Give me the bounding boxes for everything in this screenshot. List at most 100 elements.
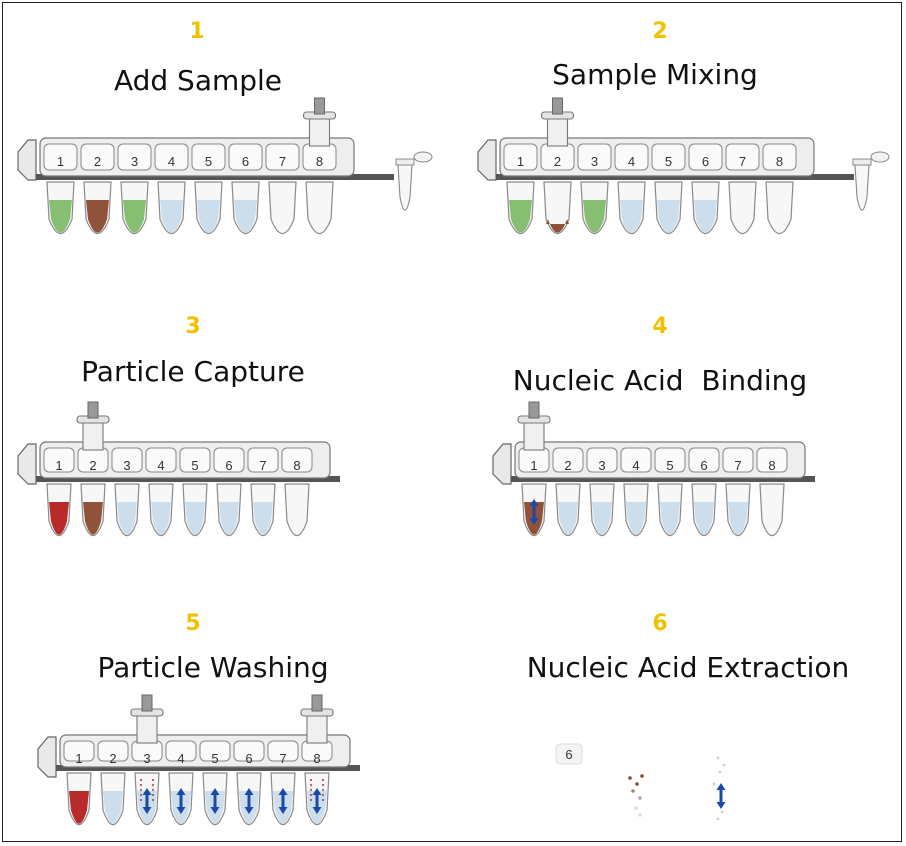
- tube-4: [157, 181, 186, 235]
- liquid-4: [626, 502, 646, 535]
- step-2-number: 2: [652, 19, 667, 44]
- faint-dot-4: [712, 782, 716, 786]
- well-label-3: 3: [123, 458, 130, 473]
- plunger-8: [302, 97, 337, 147]
- step-4-number: 4: [652, 314, 667, 339]
- particle-dot-6: [634, 806, 638, 810]
- plunger-2: [76, 401, 110, 451]
- tube-1: [521, 483, 547, 537]
- well-label-1: 1: [55, 458, 62, 473]
- well-2: 2: [97, 740, 129, 766]
- strip-clip: [37, 736, 57, 778]
- tube-3: [120, 181, 149, 235]
- particle-dot-1: [628, 776, 632, 780]
- liquid-2: [558, 502, 578, 535]
- well-label-8: 8: [776, 154, 783, 169]
- plunger-3: [130, 694, 164, 744]
- step-1-title: Add Sample: [114, 64, 282, 97]
- well-5: 5: [654, 447, 686, 473]
- particle-dot-3: [640, 774, 644, 778]
- mix-arrow-7: [278, 788, 288, 814]
- well-6: 6: [688, 447, 720, 473]
- well-label-5: 5: [666, 458, 673, 473]
- liquid-2: [86, 200, 109, 233]
- liquid-7: [253, 502, 273, 535]
- liquid-5: [185, 502, 205, 535]
- well-6: 6: [228, 143, 263, 171]
- step-1-number: 1: [189, 19, 204, 44]
- well-label-8: 8: [316, 154, 323, 169]
- tube-3: [589, 483, 615, 537]
- liquid-6: [694, 502, 714, 535]
- well-5: 5: [191, 143, 226, 171]
- liquid-4: [160, 200, 183, 233]
- mix-arrow-8: [312, 788, 322, 814]
- strip-rail: [496, 174, 854, 180]
- well-label-2: 2: [89, 458, 96, 473]
- liquid-3: [592, 502, 612, 535]
- tube-5: [657, 483, 683, 537]
- well-5: 5: [199, 740, 231, 766]
- well-8: 8: [281, 447, 313, 473]
- tube-4: [168, 772, 194, 826]
- tube-3: [114, 483, 140, 537]
- tube-5: [202, 772, 228, 826]
- liquid-6: [219, 502, 239, 535]
- strip-clip: [17, 443, 37, 485]
- tube-7: [728, 181, 757, 235]
- well-1: 1: [518, 447, 550, 473]
- well-1: 1: [43, 143, 78, 171]
- well-label-4: 4: [168, 154, 175, 169]
- liquid-6: [694, 200, 717, 233]
- well-label-5: 5: [191, 458, 198, 473]
- well-label-3: 3: [143, 751, 150, 766]
- well-8: 8: [302, 143, 337, 171]
- well-label-4: 4: [157, 458, 164, 473]
- well-label-3: 3: [591, 154, 598, 169]
- liquid-7: [728, 502, 748, 535]
- well-4: 4: [620, 447, 652, 473]
- liquid-1: [69, 791, 89, 824]
- well-7: 7: [265, 143, 300, 171]
- well-4: 4: [145, 447, 177, 473]
- tube-3: [580, 181, 609, 235]
- well-label-7: 7: [279, 751, 286, 766]
- well-label-2: 2: [554, 154, 561, 169]
- well-4: 4: [165, 740, 197, 766]
- well-6: 6: [213, 447, 245, 473]
- mix-arrow-3: [142, 788, 152, 814]
- well-3: 3: [111, 447, 143, 473]
- well-6: 6: [688, 143, 723, 171]
- well-5: 5: [651, 143, 686, 171]
- liquid-3: [583, 200, 606, 233]
- well-2: 2: [77, 447, 109, 473]
- mix-arrow-4: [176, 788, 186, 814]
- liquid-2: [103, 791, 123, 824]
- liquid-2: [546, 219, 569, 233]
- well-6: 6: [233, 740, 265, 766]
- liquid-1: [49, 200, 72, 233]
- faint-dot-5: [720, 810, 724, 814]
- well-label-7: 7: [739, 154, 746, 169]
- liquid-5: [660, 502, 680, 535]
- step-3-number: 3: [185, 314, 200, 339]
- liquid-4: [151, 502, 171, 535]
- well-label-6: 6: [225, 458, 232, 473]
- liquid-5: [197, 200, 220, 233]
- liquid-3: [123, 200, 146, 233]
- particle-dot-5: [638, 796, 642, 800]
- well-label-4: 4: [628, 154, 635, 169]
- strip-rail: [56, 765, 360, 771]
- well-5: 5: [179, 447, 211, 473]
- tube-5: [182, 483, 208, 537]
- tube-2: [83, 181, 112, 235]
- tube-6: [231, 181, 260, 235]
- well-1: 1: [503, 143, 538, 171]
- particle-dot-4: [631, 789, 635, 793]
- strip-clip: [17, 139, 37, 181]
